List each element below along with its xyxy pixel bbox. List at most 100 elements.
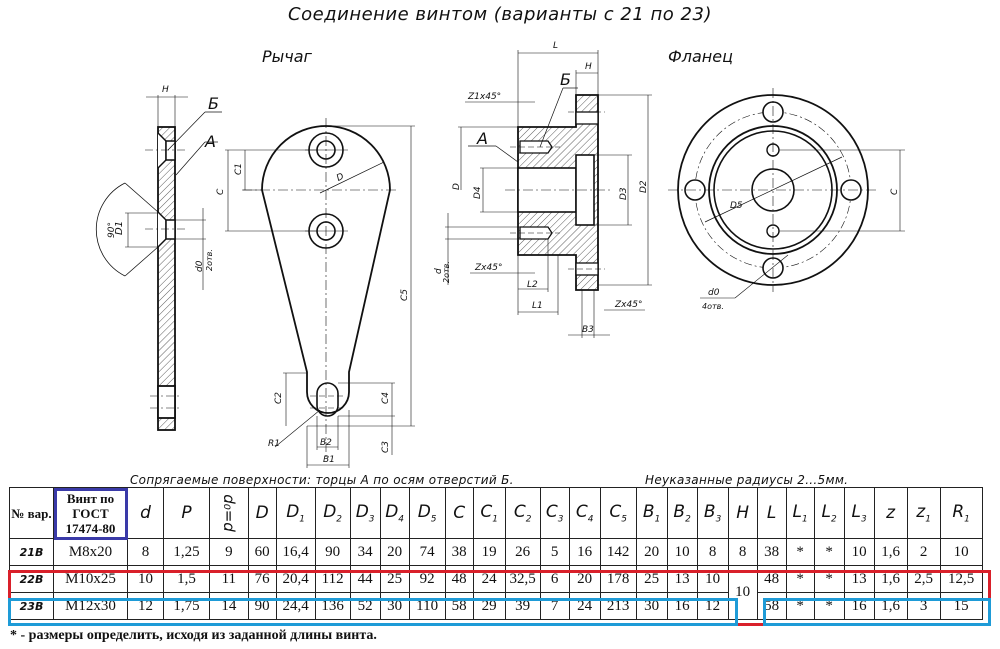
- cell-B1: 25: [635, 565, 668, 593]
- cell-B1: 20: [635, 538, 668, 566]
- dim-H-lever: H: [162, 85, 169, 95]
- cell-B2: 16: [666, 592, 698, 620]
- cell-L: 58: [756, 592, 787, 620]
- cell-d0: 11: [209, 565, 249, 593]
- col-header-C5-base: C: [609, 501, 622, 522]
- dim-C1: C1: [234, 163, 244, 175]
- cell-L3: 10: [843, 538, 875, 566]
- cell-D4: 20: [379, 538, 410, 566]
- col-header-D4-base: D: [385, 501, 399, 522]
- dim-C-flange: C: [890, 188, 900, 195]
- col-header-R1: R1: [939, 487, 983, 539]
- dim-C3: C3: [381, 441, 391, 453]
- col-header-D2-base: D: [323, 501, 337, 522]
- cell-screw: M8x20: [53, 538, 128, 566]
- cell-L1: *: [785, 565, 815, 593]
- dim-chamfer-z: Zx45°: [474, 263, 502, 273]
- cell-D4: 25: [379, 565, 410, 593]
- cell-C5: 142: [599, 538, 637, 566]
- dim-H-flange: H: [585, 62, 592, 72]
- cell-C: 48: [444, 565, 474, 593]
- row-22-highlight-bottom: [736, 623, 764, 626]
- dim-d0-flange: d0: [708, 288, 720, 298]
- col-header-C3: C3: [539, 487, 570, 539]
- cell-D3: 52: [349, 592, 381, 620]
- label-surface-a-flange: А: [476, 129, 488, 148]
- cell-var: 21B: [9, 538, 54, 566]
- cell-D5: 110: [408, 592, 446, 620]
- col-header-L3-sub: 3: [861, 514, 867, 525]
- cell-D: 60: [247, 538, 277, 566]
- cell-var: 23B: [9, 592, 54, 620]
- cell-D: 76: [247, 565, 277, 593]
- col-header-d0-text: d₀=d: [219, 494, 238, 532]
- col-header-C5-sub: 5: [621, 514, 627, 525]
- cell-D2: 90: [314, 538, 351, 566]
- col-header-D4-sub: 4: [398, 514, 405, 525]
- dim-D: D: [335, 172, 346, 184]
- col-header-L2-sub: 2: [831, 514, 837, 525]
- cell-D3: 34: [349, 538, 381, 566]
- cell-z: 1,6: [873, 538, 908, 566]
- cell-d: 10: [127, 565, 164, 593]
- cell-z: 1,6: [873, 592, 908, 620]
- caption-mating-surfaces: Сопрягаемые поверхности: торцы А по осям…: [130, 473, 514, 487]
- dim-holes4-flange: 4отв.: [702, 302, 724, 311]
- footnote: * - размеры определить, исходя из заданн…: [10, 628, 377, 643]
- dim-L: L: [553, 41, 558, 51]
- col-header-D1: D1: [275, 487, 316, 539]
- variants-table: № вар. Винт по ГОСТ 17474-80 d P d₀=d D …: [9, 487, 983, 620]
- col-header-d0: d₀=d: [209, 487, 249, 539]
- cell-C4: 24: [568, 592, 601, 620]
- col-header-D4: D4: [379, 487, 410, 539]
- cell-L1: *: [785, 592, 815, 620]
- col-header-L2-base: L: [821, 501, 831, 522]
- cell-D2: 112: [314, 565, 351, 593]
- cell-L1: *: [785, 538, 815, 566]
- label-surface-a: А: [204, 132, 216, 151]
- cell-z1: 3: [906, 592, 941, 620]
- col-header-C5: C5: [599, 487, 637, 539]
- cell-C2: 32,5: [504, 565, 541, 593]
- cell-D1: 20,4: [275, 565, 316, 593]
- flange-section-view: [445, 50, 652, 338]
- cell-D: 90: [247, 592, 277, 620]
- dim-holes2-lever: 2отв.: [205, 249, 214, 271]
- cell-C: 38: [444, 538, 474, 566]
- col-header-B2-base: B: [673, 501, 686, 522]
- cell-B3: 12: [696, 592, 729, 620]
- dim-d0-lever: d0: [195, 260, 205, 272]
- cell-D2: 136: [314, 592, 351, 620]
- label-surface-b: Б: [208, 94, 219, 113]
- cell-C1: 29: [472, 592, 506, 620]
- dim-holes2-flange: 2отв.: [442, 261, 451, 283]
- cell-screw: M10x25: [53, 565, 128, 593]
- cell-z1: 2: [906, 538, 941, 566]
- dim-R1: R1: [268, 439, 280, 449]
- table-row-23: 23B M12x30 12 1,75 14 90 24,4 136 52 30 …: [9, 592, 983, 620]
- cell-C4: 16: [568, 538, 601, 566]
- dim-chamfer-z-flange: Zx45°: [614, 300, 642, 310]
- cell-D3: 44: [349, 565, 381, 593]
- col-header-z: z: [873, 487, 908, 539]
- lever-view-title: Рычаг: [262, 47, 312, 66]
- cell-P: 1,5: [163, 565, 210, 593]
- dim-L1: L1: [532, 301, 543, 311]
- lever-front-view: [225, 118, 415, 468]
- dim-d-flange: d: [434, 268, 444, 274]
- technical-drawing: H Б А 90° D1 d0 2отв.: [95, 41, 905, 468]
- col-header-B2-sub: 2: [685, 514, 691, 525]
- col-header-C2-base: C: [513, 501, 526, 522]
- col-header-C3-sub: 3: [557, 514, 564, 525]
- lever-side-view: [95, 95, 222, 431]
- col-header-P: P: [163, 487, 210, 539]
- dim-D-flange: D: [452, 183, 462, 190]
- cell-C1: 19: [472, 538, 506, 566]
- cell-C: 58: [444, 592, 474, 620]
- col-header-B2: B2: [666, 487, 698, 539]
- col-header-B1-sub: 1: [654, 514, 661, 525]
- col-header-C2-sub: 2: [525, 514, 532, 525]
- cell-C5: 178: [599, 565, 637, 593]
- dim-B3: B3: [582, 325, 594, 335]
- cell-d0: 9: [209, 538, 249, 566]
